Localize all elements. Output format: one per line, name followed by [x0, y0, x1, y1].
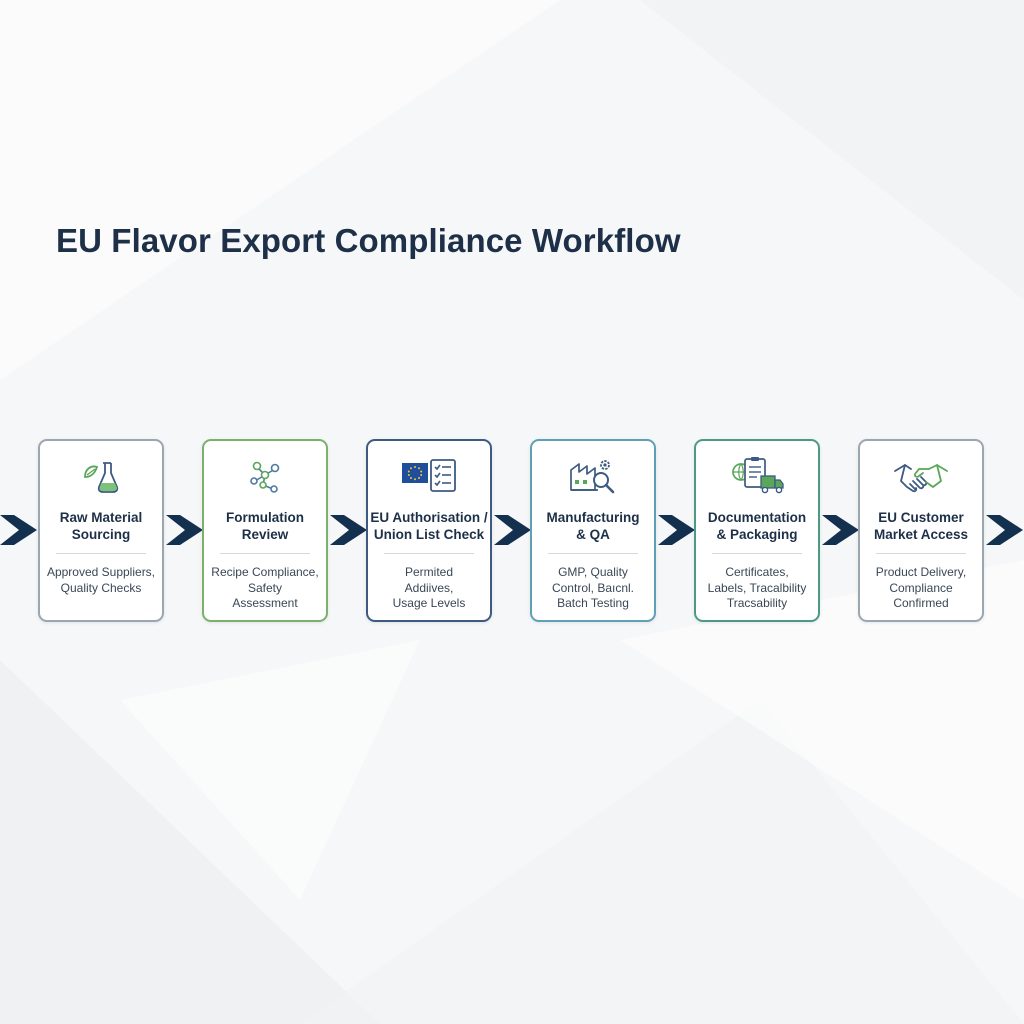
- step-title: EU Authorisation /Union List Check: [370, 510, 488, 542]
- molecule-icon: [204, 457, 326, 495]
- divider: [548, 553, 638, 554]
- flow-arrow-icon: [658, 511, 696, 549]
- step-title: Documentation& Packaging: [707, 510, 807, 542]
- eu-flag-checklist-icon: [368, 457, 490, 495]
- page-title: EU Flavor Export Compliance Workflow: [56, 222, 681, 259]
- flask-leaf-icon: [40, 457, 162, 495]
- flow-arrow-icon: [494, 511, 532, 549]
- step-title: Manufacturing& QA: [546, 510, 640, 542]
- step-description: Approved Suppliers,Quality Checks: [46, 565, 156, 595]
- flow-arrow-icon: [986, 511, 1024, 549]
- documents-truck-icon: [696, 457, 818, 495]
- handshake-icon: [860, 457, 982, 495]
- factory-magnifier-icon: [532, 457, 654, 495]
- step-card-eu-authorisation: EU Authorisation /Union List Check Permi…: [366, 439, 492, 622]
- divider: [384, 553, 474, 554]
- divider: [712, 553, 802, 554]
- divider: [56, 553, 146, 554]
- flow-arrow-icon: [822, 511, 860, 549]
- step-card-documentation-packaging: Documentation& Packaging Certificates,La…: [694, 439, 820, 622]
- divider: [220, 553, 310, 554]
- divider: [876, 553, 966, 554]
- flow-arrow-icon: [0, 511, 38, 549]
- flow-arrow-icon: [166, 511, 204, 549]
- flow-arrow-icon: [330, 511, 368, 549]
